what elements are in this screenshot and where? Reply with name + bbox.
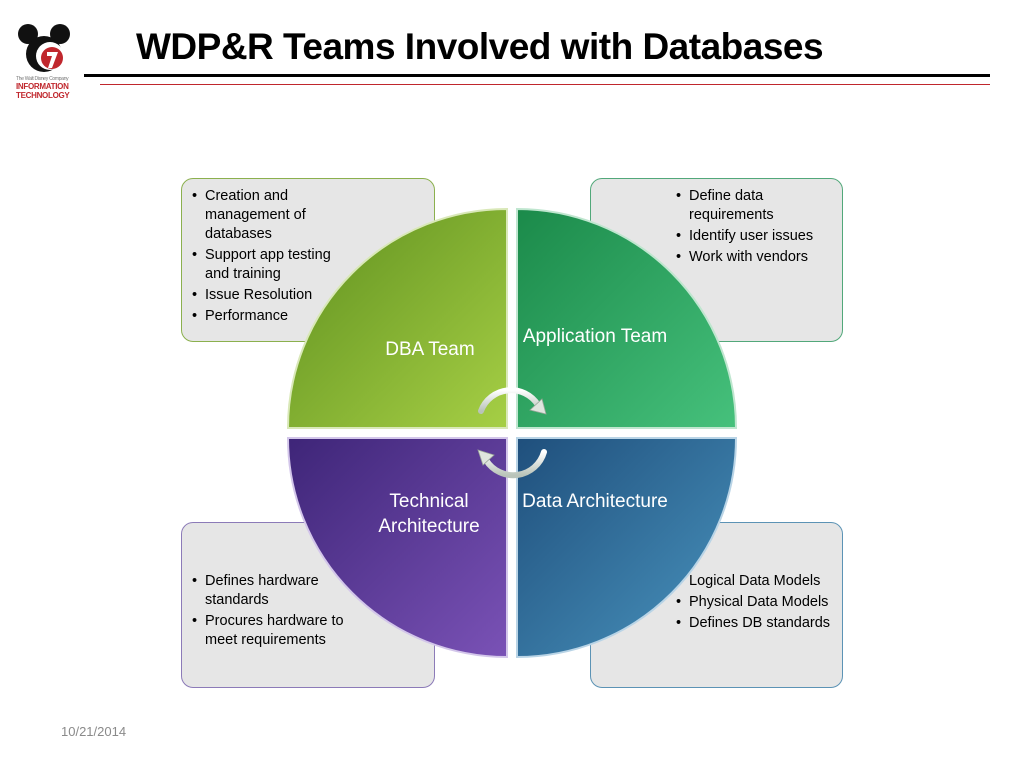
list-item: Logical Data Models	[689, 573, 821, 589]
logo-tagline: The Walt Disney Company	[16, 76, 69, 82]
list-item: Physical Data Models	[674, 593, 834, 612]
title-rule	[84, 74, 990, 77]
technical-architecture-label: Technical Architecture	[378, 491, 480, 537]
list-item: Performance	[190, 307, 350, 326]
list-item: Define data requirements	[674, 187, 834, 225]
list-item: Defines DB standards	[674, 614, 834, 633]
list-item: Work with vendors	[674, 248, 834, 267]
circular-arrows-icon	[477, 387, 547, 479]
application-team-label: Application Team	[522, 326, 668, 347]
disney-it-logo	[18, 24, 70, 72]
list-item: Creation and management of databases	[190, 187, 350, 244]
dba-team-label: DBA Team	[385, 339, 475, 360]
list-item: Issue Resolution	[190, 286, 350, 305]
data-architecture-bullets: Logical Data Models Physical Data Models…	[674, 572, 834, 635]
dba-team-bullets: Creation and management of databases Sup…	[190, 187, 350, 328]
slide-date: 10/21/2014	[61, 724, 127, 739]
logo-line-1: INFORMATION	[16, 82, 69, 91]
list-item: Support app testing and training	[190, 246, 350, 284]
logo-line-2: TECHNOLOGY	[16, 91, 70, 100]
logo-wordmark: The Walt Disney Company INFORMATION TECH…	[16, 76, 82, 100]
data-architecture-label: Data Architecture	[522, 491, 668, 512]
accent-rule	[100, 84, 990, 85]
technical-architecture-bullets: Defines hardware standards Procures hard…	[190, 572, 350, 652]
application-team-bullets: Define data requirements Identify user i…	[674, 187, 834, 269]
list-item: Procures hardware to meet requirements	[190, 612, 350, 650]
page-title: WDP&R Teams Involved with Databases	[136, 26, 824, 67]
list-item: Defines hardware standards	[190, 572, 350, 610]
list-item: Identify user issues	[674, 227, 834, 246]
